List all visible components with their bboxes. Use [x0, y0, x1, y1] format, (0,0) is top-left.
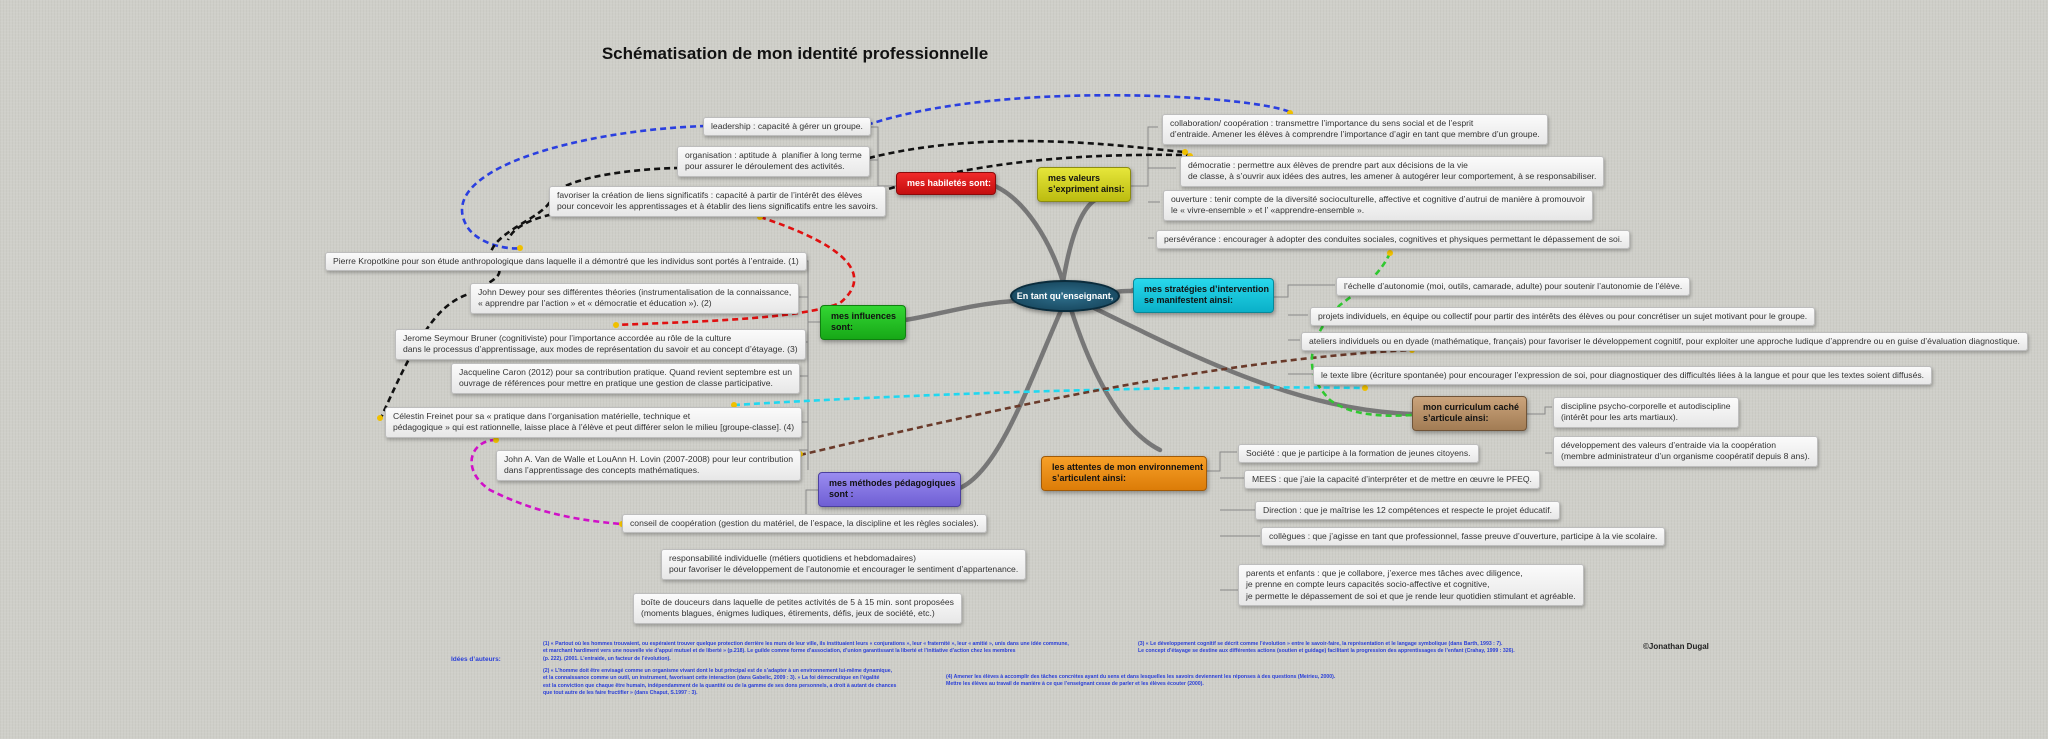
influences-item[interactable]: John Dewey pour ses différentes théories… — [470, 283, 800, 314]
habiletes-item[interactable]: organisation : aptitude à planifier à lo… — [677, 146, 870, 177]
habiletes-item[interactable]: leadership : capacité à gérer un groupe. — [703, 117, 871, 137]
attentes-item[interactable]: Direction : que je maîtrise les 12 compé… — [1255, 501, 1560, 521]
methodes-item[interactable]: responsabilité individuelle (métiers quo… — [661, 549, 1027, 580]
valeurs-item[interactable]: ouverture : tenir compte de la diversité… — [1163, 190, 1593, 221]
curriculum-item[interactable]: discipline psycho-corporelle et autodisc… — [1553, 397, 1739, 428]
habiletes-item[interactable]: favoriser la création de liens significa… — [549, 186, 886, 217]
category-strategies[interactable]: mes stratégies d’intervention se manifes… — [1133, 278, 1274, 313]
attentes-item[interactable]: MEES : que j’aie la capacité d’interprét… — [1244, 470, 1540, 490]
influences-item[interactable]: Célestin Freinet pour sa « pratique dans… — [385, 407, 803, 438]
footnote-2: (2) « L’homme doit être envisagé comme u… — [543, 668, 897, 696]
attentes-item[interactable]: collègues : que j’agisse en tant que pro… — [1261, 527, 1666, 547]
strategies-item[interactable]: ateliers individuels ou en dyade (mathém… — [1301, 332, 2028, 352]
branch-valeurs — [1060, 197, 1098, 285]
link-brown — [799, 348, 1413, 457]
branch-methodes — [957, 303, 1066, 491]
branch-curriculum — [1087, 303, 1415, 417]
methodes-item[interactable]: boîte de douceurs dans laquelle de petit… — [633, 593, 962, 624]
branch-lines — [902, 183, 1415, 491]
influences-item[interactable]: Jacqueline Caron (2012) pour sa contribu… — [451, 363, 800, 394]
footnote-1: (1) « Partout où les hommes trouvaient, … — [543, 641, 1069, 662]
valeurs-item[interactable]: démocratie : permettre aux élèves de pre… — [1180, 156, 1605, 187]
strategies-item[interactable]: le texte libre (écriture spontanée) pour… — [1313, 366, 1933, 386]
influences-item[interactable]: Pierre Kropotkine pour son étude anthrop… — [325, 252, 807, 272]
footnote-4: (4) Amener les élèves à accomplir des tâ… — [946, 674, 1336, 688]
footnote-3: (3) « Le développement cognitif se décri… — [1138, 641, 1515, 655]
curriculum-item[interactable]: développement des valeurs d’entraide via… — [1553, 436, 1818, 467]
attentes-item[interactable]: parents et enfants : que je collabore, j… — [1238, 564, 1584, 607]
link-magenta — [470, 438, 623, 526]
valeurs-item[interactable]: persévérance : encourager à adopter des … — [1156, 230, 1631, 250]
category-curriculum[interactable]: mon curriculum caché s’articule ainsi: — [1412, 396, 1527, 431]
branch-attentes — [1067, 303, 1163, 453]
link-black-1 — [475, 139, 1186, 292]
influences-item[interactable]: Jerome Seymour Bruner (cognitiviste) pou… — [395, 329, 806, 360]
central-node[interactable]: En tant qu’enseignant, — [1010, 280, 1120, 312]
link-red — [615, 215, 856, 327]
valeurs-item[interactable]: collaboration/ coopération : transmettre… — [1162, 114, 1548, 145]
category-habiletes[interactable]: mes habiletés sont: — [896, 172, 996, 196]
strategies-item[interactable]: l’échelle d’autonomie (moi, outils, cama… — [1336, 277, 1691, 297]
methodes-item[interactable]: conseil de coopération (gestion du matér… — [622, 514, 987, 534]
category-methodes[interactable]: mes méthodes pédagogiques sont : — [818, 472, 961, 507]
copyright: ©Jonathan Dugal — [1643, 642, 1709, 651]
page-title: Schématisation de mon identité professio… — [601, 44, 989, 63]
footer-label: Idées d’auteurs: — [451, 656, 501, 663]
category-attentes[interactable]: les attentes de mon environnement s’arti… — [1041, 456, 1207, 491]
strategies-item[interactable]: projets individuels, en équipe ou collec… — [1310, 307, 1816, 327]
branch-habiletes — [992, 183, 1066, 285]
link-cyan — [733, 386, 1366, 407]
category-valeurs[interactable]: mes valeurs s’expriment ainsi: — [1037, 167, 1131, 202]
attentes-item[interactable]: Société : que je participe à la formatio… — [1238, 444, 1479, 464]
influences-item[interactable]: John A. Van de Walle et LouAnn H. Lovin … — [496, 450, 802, 481]
category-influences[interactable]: mes influences sont: — [820, 305, 906, 340]
